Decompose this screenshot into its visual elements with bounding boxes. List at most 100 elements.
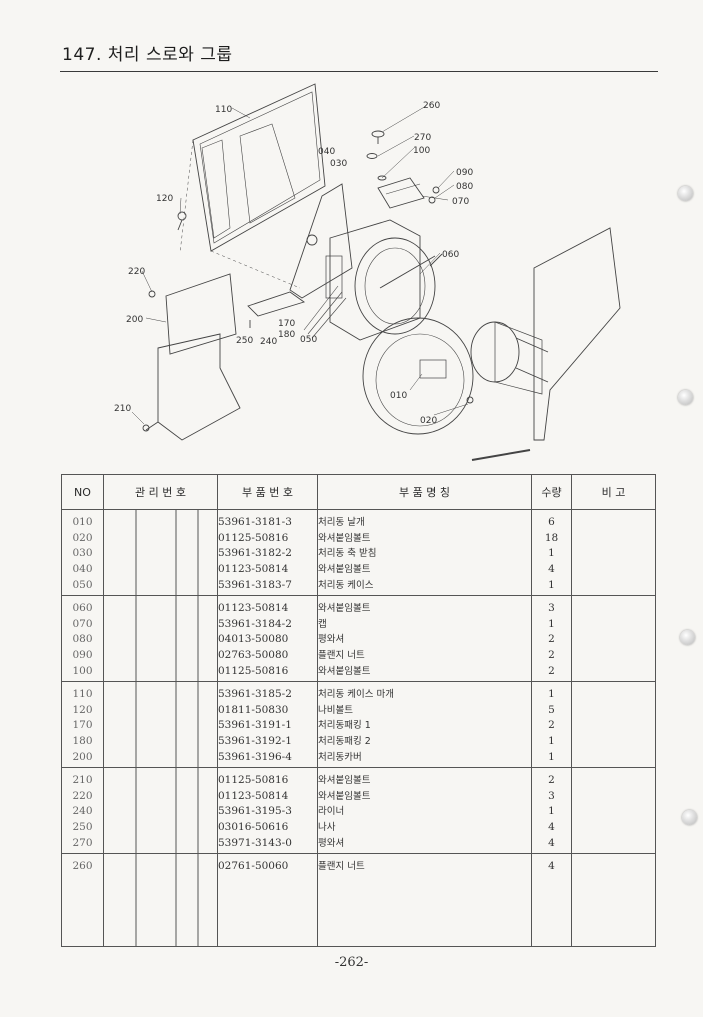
row-no: 110	[72, 688, 93, 700]
svg-text:260: 260	[423, 101, 440, 111]
svg-text:030: 030	[330, 159, 347, 169]
row-quantity: 4	[548, 836, 555, 849]
table-group: 210 220 240 250 270 01125-50816 01123-50…	[61, 767, 656, 854]
header-remarks: 비 고	[571, 474, 656, 510]
remarks-cell	[571, 767, 656, 854]
row-part-name: 나비볼트	[318, 704, 353, 716]
part-bearing-plate	[289, 183, 353, 299]
row-quantity: 4	[548, 563, 555, 576]
row-part-name: 와셔붙임볼트	[318, 790, 371, 802]
row-part-number: 01123-50814	[218, 789, 289, 802]
row-part-number: 01123-50814	[218, 563, 289, 576]
svg-text:180: 180	[278, 330, 295, 340]
row-quantity: 1	[548, 688, 555, 700]
row-quantity: 1	[548, 578, 555, 591]
row-part-name: 와셔붙임볼트	[318, 665, 371, 677]
row-part-number: 53971-3143-0	[218, 836, 292, 849]
row-quantity: 18	[544, 531, 559, 544]
row-quantity: 2	[548, 664, 555, 677]
svg-text:110: 110	[215, 105, 232, 115]
svg-text:210: 210	[114, 404, 131, 414]
table-group: 010 020 030 040 050 53961-3181-3 01125-5…	[61, 509, 656, 596]
svg-text:200: 200	[126, 315, 143, 325]
header-quantity: 수량	[531, 474, 572, 510]
row-no: 270	[72, 836, 93, 849]
row-quantity: 1	[548, 547, 555, 560]
row-no: 250	[72, 821, 93, 834]
row-part-number: 01123-50814	[218, 602, 289, 614]
row-part-number: 53961-3181-3	[218, 516, 292, 528]
header-no: NO	[61, 474, 104, 510]
row-quantity: 5	[548, 703, 555, 716]
row-part-name: 평와셔	[318, 837, 345, 849]
title-underline	[60, 71, 658, 72]
header-management-number: 관 리 번 호	[103, 474, 218, 510]
part-cover	[165, 273, 237, 355]
row-quantity: 2	[548, 633, 555, 646]
row-part-name: 캡	[318, 618, 327, 630]
row-part-number: 01811-50830	[218, 703, 289, 716]
management-number-cell	[103, 681, 218, 768]
row-quantity: 1	[548, 735, 555, 748]
row-part-number: 53961-3185-2	[218, 688, 292, 700]
remarks-cell	[571, 509, 656, 596]
remarks-cell	[571, 681, 656, 768]
part-cap	[377, 177, 425, 209]
row-quantity: 4	[548, 821, 555, 834]
header-part-name: 부 품 명 칭	[317, 474, 532, 510]
binder-hole	[678, 186, 693, 201]
svg-text:250: 250	[236, 336, 253, 346]
management-number-cell	[103, 767, 218, 854]
row-quantity: 1	[548, 750, 555, 763]
row-part-number: 53961-3196-4	[218, 750, 292, 763]
svg-text:020: 020	[420, 416, 437, 426]
row-part-name: 처리동 케이스 마개	[318, 689, 394, 700]
row-no: 240	[72, 805, 93, 818]
binder-hole	[680, 630, 695, 645]
svg-text:240: 240	[260, 337, 277, 347]
remarks-cell	[571, 595, 656, 682]
row-quantity: 2	[548, 774, 555, 786]
row-quantity: 1	[548, 617, 555, 630]
svg-text:170: 170	[278, 319, 295, 329]
row-part-number: 53961-3192-1	[218, 735, 292, 748]
part-impeller-housing	[362, 317, 474, 435]
management-number-cell	[103, 595, 218, 682]
row-part-number: 04013-50080	[218, 633, 289, 646]
header-part-number: 부 품 번 호	[217, 474, 318, 510]
row-part-name: 라이너	[318, 806, 345, 818]
row-part-number: 01125-50816	[218, 774, 289, 786]
page-number: -262-	[334, 955, 369, 970]
row-part-number: 53961-3182-2	[218, 547, 292, 560]
svg-text:270: 270	[414, 133, 431, 143]
row-quantity: 3	[548, 789, 555, 802]
table-group: 060 070 080 090 100 01123-50814 53961-31…	[61, 595, 656, 682]
row-no: 070	[72, 617, 93, 630]
table-group: 260 02761-50060 플랜지 너트 4	[61, 853, 656, 947]
remarks-cell	[571, 853, 656, 947]
row-part-name: 처리동 케이스	[318, 579, 374, 591]
part-case	[329, 219, 421, 341]
svg-text:070: 070	[452, 197, 469, 207]
row-part-number: 02763-50080	[218, 649, 289, 662]
row-part-number: 01125-50816	[218, 664, 289, 677]
row-part-name: 플랜지 너트	[318, 861, 365, 872]
row-part-name: 처리동패킹 2	[318, 736, 371, 748]
row-part-name: 플랜지 너트	[318, 650, 365, 662]
part-frame	[533, 227, 621, 441]
row-part-number: 53961-3191-1	[218, 719, 292, 732]
row-part-number: 02761-50060	[218, 860, 289, 872]
svg-text:050: 050	[300, 335, 317, 345]
row-quantity: 2	[548, 719, 555, 732]
row-part-number: 53961-3195-3	[218, 805, 292, 818]
row-quantity: 1	[548, 805, 555, 818]
row-part-name: 와셔붙임볼트	[318, 603, 371, 614]
svg-text:090: 090	[456, 168, 473, 178]
row-quantity: 2	[548, 649, 555, 662]
exploded-parts-diagram: 110 260 270 100 040 030 090 080 070 120 …	[90, 78, 630, 473]
row-no: 220	[72, 789, 93, 802]
row-part-number: 03016-50616	[218, 821, 289, 834]
part-cover-panel	[192, 83, 326, 252]
row-part-name: 나사	[318, 822, 336, 834]
row-no: 030	[72, 547, 93, 560]
